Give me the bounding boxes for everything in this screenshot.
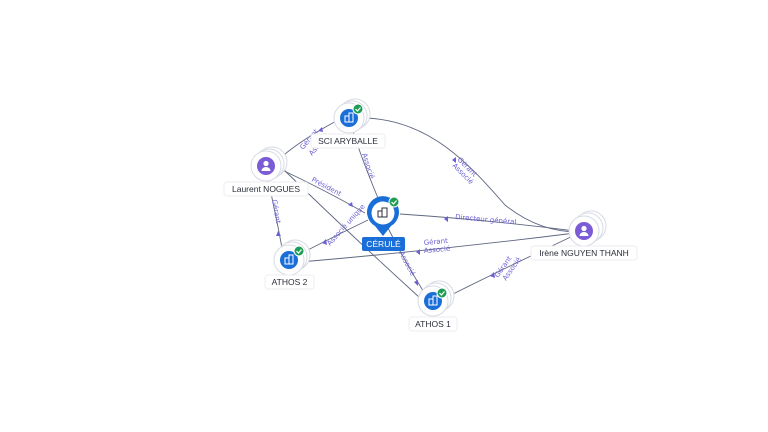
user-icon [261,160,271,171]
edge-athos2-cerule[interactable]: Associé unique [299,203,369,255]
node-label: Laurent NOGUES [232,184,300,194]
edge-label: Président [310,176,343,199]
edge-label: Associé [397,250,416,277]
node-athos-2[interactable]: ATHOS 2 [264,239,315,290]
building-icon [428,295,438,306]
node-label: Irène NGUYEN THANH [539,248,629,258]
check-icon [388,196,400,208]
node-irene-nguyen-thanh[interactable]: Irène NGUYEN THANH [530,210,638,261]
user-icon [579,225,589,236]
node-label: CÉRULÉ [366,239,401,249]
edge-arrow [414,280,418,286]
edge-athos2-irene[interactable]: Gérant Associé [299,232,576,263]
building-icon [344,112,354,123]
building-icon [377,207,388,218]
check-icon [352,103,364,115]
node-label: ATHOS 2 [272,277,308,287]
check-icon [293,245,305,257]
node-athos-1[interactable]: ATHOS 1 [408,280,458,332]
building-icon [284,254,294,265]
check-icon [436,287,448,299]
edge-label: Associé [423,245,450,255]
edge-athos1-irene[interactable]: Gérant Associé [444,234,576,299]
edge-arrow [416,249,420,255]
node-sci-aryballe[interactable]: SCI ARYBALLE [310,98,386,149]
edge-arrow [490,272,495,278]
node-cerule[interactable]: CÉRULÉ [362,196,405,251]
edge-arrow [452,157,456,163]
node-label: ATHOS 1 [415,319,451,329]
node-laurent-nogues[interactable]: Laurent NOGUES [223,146,309,197]
edge-label: Associé [360,152,376,180]
edge-arrow [318,127,323,132]
edge-arrow [276,231,281,236]
node-label: SCI ARYBALLE [318,136,378,146]
edge-label: Gérant [423,237,448,247]
edge-arrow [322,239,327,245]
edge-arrow [348,202,353,207]
edge-label: Associé unique [326,203,367,248]
edge-label: Gérant [270,199,282,224]
edge-arrow [444,216,448,222]
edge-label: Directeur général [455,213,517,226]
edge-laurent-athos1[interactable] [277,163,421,299]
